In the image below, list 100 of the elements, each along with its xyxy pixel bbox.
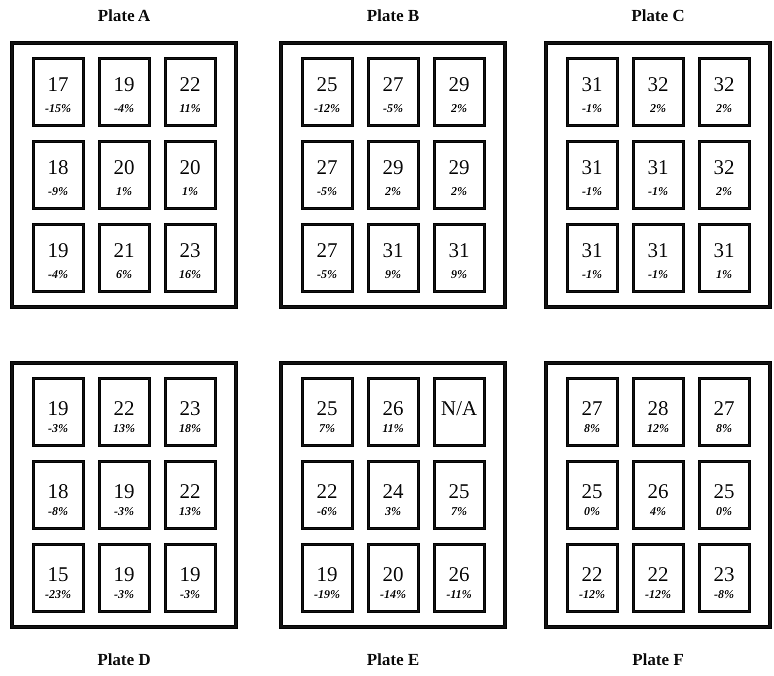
well-cell: [366, 543, 420, 613]
well-value: 19: [48, 396, 68, 420]
well-cell: [98, 377, 150, 447]
well-cell: [632, 543, 684, 613]
well-value: 28: [648, 396, 668, 420]
well-value: 29: [448, 72, 470, 96]
well-value: 22: [180, 72, 200, 96]
well-percent: 2%: [451, 100, 467, 116]
plate-title: Plate A: [98, 5, 150, 27]
well-percent: 1%: [116, 183, 132, 199]
well-percent: -3%: [48, 420, 68, 436]
well-percent: -19%: [314, 586, 340, 602]
well-cell: [32, 223, 84, 293]
well-cell: [698, 57, 750, 127]
well-cell: [698, 140, 750, 210]
well-value: 19: [114, 479, 134, 503]
well-value: 25: [448, 479, 470, 503]
well-cell: [32, 460, 84, 530]
well-cell: [632, 57, 684, 127]
well-value: 27: [714, 396, 734, 420]
well-value: 25: [714, 479, 734, 503]
well-value: 19: [316, 562, 338, 586]
well-value: 19: [180, 562, 200, 586]
well-value: 22: [582, 562, 602, 586]
well-percent: -8%: [714, 586, 734, 602]
well-percent: 11%: [179, 100, 201, 116]
well-percent: -5%: [317, 266, 337, 282]
well-cell: [32, 140, 84, 210]
well-percent: 13%: [179, 503, 201, 519]
well-value: 22: [114, 396, 134, 420]
well-value: 20: [382, 562, 404, 586]
well-percent: 2%: [716, 100, 732, 116]
well-percent: -4%: [114, 100, 134, 116]
well-value: 25: [582, 479, 602, 503]
well-cell: [566, 460, 618, 530]
well-value: 25: [316, 72, 338, 96]
well-percent: 3%: [385, 503, 401, 519]
well-percent: -8%: [48, 503, 68, 519]
well-value: 29: [382, 155, 404, 179]
well-cell: [366, 140, 420, 210]
well-percent: -14%: [380, 586, 406, 602]
well-cell: [698, 543, 750, 613]
well-value: 31: [582, 72, 602, 96]
well-cell: [566, 223, 618, 293]
well-value: 31: [448, 238, 470, 262]
well-percent: 6%: [116, 266, 132, 282]
well-cell: [632, 377, 684, 447]
well-percent: -1%: [582, 183, 602, 199]
well-value: 31: [648, 155, 668, 179]
well-value: 32: [714, 155, 734, 179]
well-percent: -3%: [114, 503, 134, 519]
well-value: 22: [648, 562, 668, 586]
plate-title: Plate C: [631, 5, 685, 27]
well-percent: 7%: [451, 503, 467, 519]
well-cell: [698, 377, 750, 447]
well-percent: 8%: [716, 420, 732, 436]
well-value: 27: [582, 396, 602, 420]
well-percent: 8%: [584, 420, 600, 436]
well-percent: -5%: [317, 183, 337, 199]
well-value: 23: [180, 238, 200, 262]
well-cell: [98, 57, 150, 127]
well-value: 15: [48, 562, 68, 586]
well-percent: -12%: [579, 586, 605, 602]
well-cell: [300, 223, 354, 293]
plate-title: Plate D: [97, 649, 151, 671]
well-cell: [566, 543, 618, 613]
well-value: 24: [382, 479, 404, 503]
well-cell: [300, 140, 354, 210]
well-value: 31: [714, 238, 734, 262]
well-percent: -23%: [45, 586, 71, 602]
well-value: 29: [448, 155, 470, 179]
well-cell: [300, 377, 354, 447]
well-percent: -4%: [48, 266, 68, 282]
well-value: 26: [648, 479, 668, 503]
well-percent: 0%: [584, 503, 600, 519]
well-value: 19: [114, 562, 134, 586]
well-cell: [164, 57, 216, 127]
well-cell: [32, 543, 84, 613]
well-value: 31: [582, 238, 602, 262]
well-percent: 1%: [182, 183, 198, 199]
well-cell: [164, 460, 216, 530]
well-cell: [98, 223, 150, 293]
well-percent: 18%: [179, 420, 201, 436]
well-value: 23: [180, 396, 200, 420]
plate-title: Plate E: [366, 649, 420, 671]
well-value: 25: [316, 396, 338, 420]
well-cell: [164, 140, 216, 210]
well-value: 27: [316, 238, 338, 262]
well-value: 23: [714, 562, 734, 586]
well-value: 17: [48, 72, 68, 96]
well-percent: -9%: [48, 183, 68, 199]
well-cell: [366, 57, 420, 127]
well-cell: [632, 140, 684, 210]
well-percent: 7%: [319, 420, 335, 436]
well-percent: -12%: [645, 586, 671, 602]
well-cell: [164, 543, 216, 613]
well-cell: [164, 377, 216, 447]
well-value: N/A: [440, 396, 478, 420]
well-value: 31: [582, 155, 602, 179]
well-percent: 2%: [451, 183, 467, 199]
